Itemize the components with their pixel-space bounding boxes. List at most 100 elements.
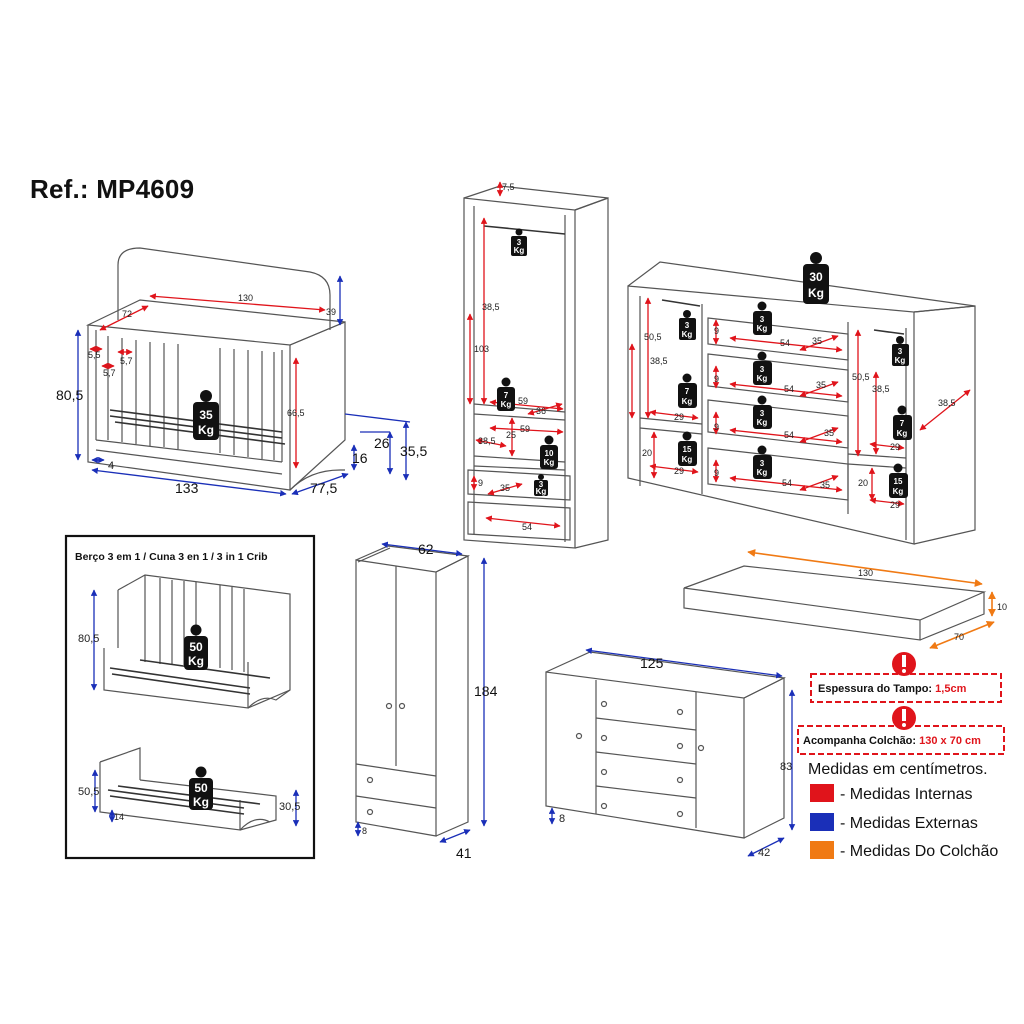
svg-text:Kg: Kg (757, 418, 768, 427)
dresser-drawer2-weight-icon: 3 Kg (753, 351, 772, 385)
wardrobe-depth: 41 (456, 845, 472, 861)
dresser-right-rod-weight-icon: 3 Kg (892, 336, 909, 366)
crib-inner-length: 130 (238, 293, 253, 303)
dresser-drawer3-d: 35 (824, 428, 834, 438)
mattress-thickness: 10 (997, 602, 1007, 612)
mattress-included-callout: Acompanha Colchão: 130 x 70 cm (797, 706, 1005, 755)
legend-swatch-internal (810, 784, 834, 802)
mattress-width: 70 (954, 632, 964, 642)
dresser-left-rod-weight-icon: 3 Kg (679, 310, 696, 340)
crib-inner-width: 72 (122, 309, 132, 319)
dresser-inside-drawing: 50,5 38,5 29 29 20 9 9 9 9 54 35 54 35 5… (627, 252, 976, 545)
svg-text:3: 3 (760, 409, 765, 418)
svg-text:Kg: Kg (757, 324, 768, 333)
dresser-right-lower-h: 20 (858, 478, 868, 488)
bed-leg: 14 (114, 812, 124, 822)
wardrobe-top: 7,5 (502, 182, 515, 192)
svg-text:3: 3 (685, 321, 690, 330)
dresser-drawer4-w: 54 (782, 478, 792, 488)
crib-bar-gap-c: 5,7 (103, 368, 116, 378)
svg-text:Kg: Kg (682, 330, 693, 339)
svg-text:Acompanha Colchão: 130 x 70 cm: Acompanha Colchão: 130 x 70 cm (803, 735, 981, 747)
wardrobe-drawer-depth: 35 (500, 483, 510, 493)
sofa-weight-icon: 50 Kg (184, 624, 208, 670)
crib-inner-height: 66,5 (287, 408, 305, 418)
svg-text:15: 15 (894, 477, 903, 486)
svg-text:50: 50 (194, 781, 208, 795)
dresser-right-shelf-weight-icon: 7 Kg (893, 405, 912, 440)
wardrobe-shelf-weight-icon: 7 Kg (497, 377, 515, 411)
crib-side-h3: 35,5 (400, 443, 427, 459)
svg-text:Espessura do Tampo: 1,5cm: Espessura do Tampo: 1,5cm (818, 683, 967, 695)
svg-text:Kg: Kg (895, 356, 906, 365)
dresser-drawer4-weight-icon: 3 Kg (753, 445, 772, 479)
crib-bar-gap-a: 5,5 (88, 350, 101, 360)
dresser-left-lower-weight-icon: 15 Kg (678, 431, 697, 466)
svg-text:3: 3 (517, 238, 522, 247)
svg-text:3: 3 (760, 459, 765, 468)
svg-text:50: 50 (189, 640, 203, 654)
svg-text:Kg: Kg (757, 468, 768, 477)
dresser-side-depth: 38,5 (938, 398, 956, 408)
crib-side-h1: 16 (352, 450, 368, 466)
svg-text:35: 35 (199, 408, 213, 422)
svg-text:Kg: Kg (682, 455, 693, 464)
wardrobe-mid-h2: 38,5 (478, 436, 496, 446)
legend: Medidas em centímetros. - Medidas Intern… (808, 761, 998, 860)
svg-text:Kg: Kg (808, 286, 824, 300)
svg-text:3: 3 (539, 480, 544, 489)
dresser-height: 83 (780, 761, 792, 773)
wardrobe-mid-h: 25 (506, 430, 516, 440)
dresser-leg: 8 (559, 813, 565, 825)
wardrobe-drawer-weight-icon: 3 Kg (534, 474, 548, 496)
dresser-drawer3-w: 54 (784, 430, 794, 440)
wardrobe-drawing: 62 184 41 8 (354, 541, 498, 861)
dresser-left-shelf-w2: 29 (674, 466, 684, 476)
dresser-top-weight-icon: 30 Kg (803, 252, 829, 304)
svg-text:7: 7 (900, 419, 905, 428)
reference-title: Ref.: MP4609 (30, 174, 195, 204)
svg-text:3: 3 (760, 365, 765, 374)
dresser-drawer4-d: 35 (820, 480, 830, 490)
dresser-drawer1-h: 9 (714, 326, 719, 336)
svg-text:Kg: Kg (514, 246, 525, 255)
dresser-left-shelf-weight-icon: 7 Kg (678, 373, 697, 408)
dresser-right-h1: 50,5 (852, 372, 870, 382)
dresser-drawer4-h: 9 (714, 468, 719, 478)
dresser-left-h2: 38,5 (650, 356, 668, 366)
legend-label-internal: - Medidas Internas (840, 786, 973, 803)
svg-text:Kg: Kg (188, 654, 204, 668)
wardrobe-upper-h: 38,5 (482, 302, 500, 312)
inset-3in1: Berço 3 em 1 / Cuna 3 en 1 / 3 in 1 Crib… (64, 534, 316, 860)
crib-height: 80,5 (56, 387, 83, 403)
wardrobe-inside-drawing: 7,5 38,5 103 59 36 59 25 38,5 9 35 54 3 … (463, 181, 609, 549)
dresser-drawer2-h: 9 (714, 374, 719, 384)
dresser-drawer1-weight-icon: 3 Kg (753, 301, 772, 335)
dresser-left-lower-h: 20 (642, 448, 652, 458)
svg-text:3: 3 (760, 315, 765, 324)
wardrobe-leg: 8 (362, 826, 367, 836)
svg-text:Kg: Kg (193, 795, 209, 809)
dresser-drawing: 125 83 42 8 (545, 647, 796, 859)
dresser-drawer3-weight-icon: 3 Kg (753, 395, 772, 429)
wardrobe-shelf-width-2: 59 (520, 424, 530, 434)
dresser-depth: 42 (758, 847, 770, 859)
svg-text:Kg: Kg (544, 458, 555, 467)
dresser-left-shelf-w: 29 (674, 412, 684, 422)
wardrobe-height: 184 (474, 683, 498, 699)
svg-text:3: 3 (898, 347, 903, 356)
dresser-width: 125 (640, 655, 664, 671)
inset-title: Berço 3 em 1 / Cuna 3 en 1 / 3 in 1 Crib (75, 551, 268, 563)
wardrobe-shelf2-weight-icon: 10 Kg (540, 435, 558, 469)
mattress-length: 130 (858, 568, 873, 578)
svg-text:Kg: Kg (198, 423, 214, 437)
crib-headboard-height: 39 (326, 307, 336, 317)
crib-leg-height: 4 (108, 460, 114, 472)
svg-text:Kg: Kg (536, 487, 547, 496)
dresser-drawer1-w: 54 (780, 338, 790, 348)
dresser-right-h2: 38,5 (872, 384, 890, 394)
svg-text:15: 15 (683, 445, 692, 454)
bed-foot-height: 30,5 (279, 801, 300, 813)
svg-text:Kg: Kg (682, 397, 693, 406)
legend-label-mattress: - Medidas Do Colchão (840, 843, 998, 860)
